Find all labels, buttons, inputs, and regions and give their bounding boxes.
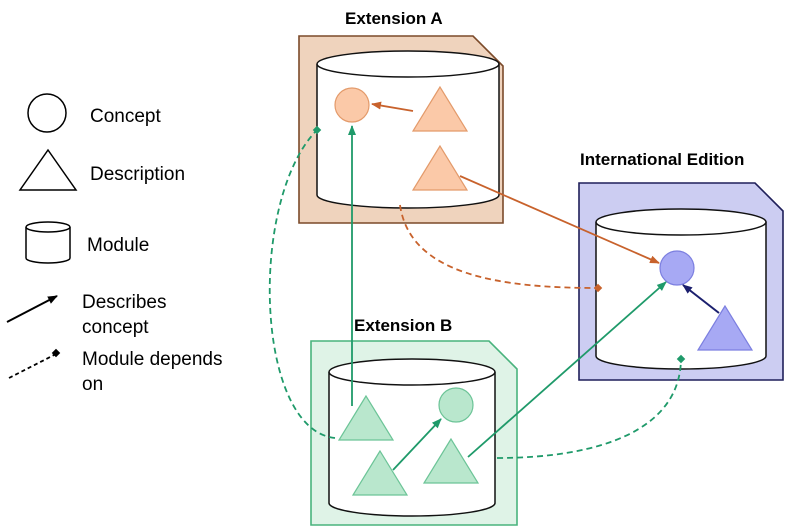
extension-b-description-triangle-1 (337, 394, 395, 441)
extension-a-module: Extension A (298, 9, 504, 224)
extension-a-title: Extension A (345, 9, 443, 28)
ext-a-triangle-describes-intl-concept-arrow (459, 175, 660, 264)
extension-b-module: Extension B (310, 316, 518, 526)
legend-concept-label: Concept (90, 106, 161, 127)
legend-depends-label-line2: on (82, 374, 103, 395)
extension-b-description-triangle-3 (422, 437, 480, 484)
intl-triangle-describes-intl-concept-arrow (682, 284, 720, 314)
extension-a-concept-circle (334, 87, 370, 123)
legend: Concept Description Module Describes con… (6, 93, 223, 395)
ext-b-depends-on-intl-dashed-line (496, 358, 682, 459)
legend-module-cylinder-icon (25, 221, 71, 264)
legend-depends-dashed-line-icon (8, 353, 57, 379)
ext-b-triangle-describes-ext-b-concept-arrow (392, 418, 442, 471)
depends-on-links (268, 125, 686, 459)
ext-b-depends-on-ext-a-dashed-line (268, 129, 336, 439)
extension-b-concept-circle (438, 387, 474, 423)
international-edition-module: International Edition (578, 150, 784, 381)
legend-describes-arrow-icon (6, 295, 58, 323)
legend-describes-label-line2: concept (82, 317, 149, 338)
legend-depends-diamond-icon (51, 348, 61, 358)
ext-b-triangle-describes-intl-concept-arrow (467, 281, 667, 458)
international-edition-description-triangle (696, 304, 754, 351)
extension-a-cylinder (316, 50, 500, 209)
legend-module-label: Module (87, 235, 149, 256)
ext-a-triangle-describes-ext-a-concept-arrow (371, 101, 414, 112)
extension-a-description-triangle-2 (411, 144, 469, 191)
international-edition-title: International Edition (580, 150, 744, 169)
extension-a-description-triangle-1 (411, 85, 469, 132)
legend-describes-label-line1: Describes (82, 292, 166, 313)
extension-b-title: Extension B (354, 316, 452, 335)
legend-description-label: Description (90, 164, 185, 185)
ext-b-depends-on-intl-diamond (676, 354, 686, 364)
ext-b-depends-on-ext-a-diamond (312, 125, 322, 135)
legend-depends-label-line1: Module depends (82, 349, 223, 370)
extension-b-description-triangle-2 (351, 449, 409, 496)
legend-concept-circle-icon (27, 93, 67, 133)
international-edition-concept-circle (659, 250, 695, 286)
legend-description-triangle-icon (18, 148, 78, 191)
ext-a-depends-on-intl-dashed-line (399, 204, 599, 289)
describes-arrows (348, 101, 720, 471)
ext-a-depends-on-intl-diamond (593, 283, 603, 293)
